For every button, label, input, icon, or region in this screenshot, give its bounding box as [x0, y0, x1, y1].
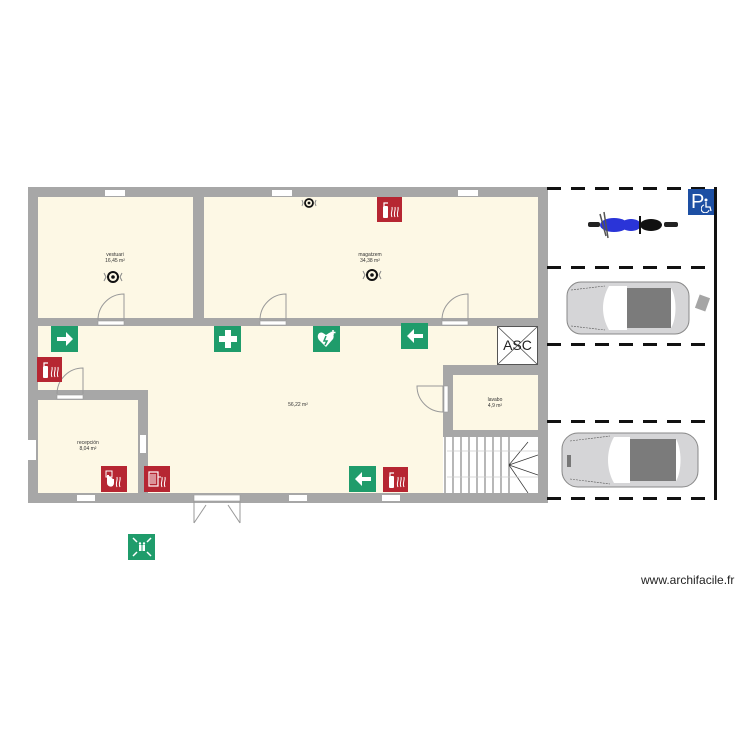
- room-magatzem: [204, 197, 538, 318]
- watermark: www.archifacile.fr: [641, 573, 735, 587]
- room-lavabo: [453, 375, 538, 430]
- motorcycle-icon: [588, 211, 678, 239]
- exit-arrow-left-icon: [349, 466, 376, 492]
- wall-partition: [193, 197, 204, 318]
- window: [28, 440, 36, 460]
- room-label-hall: 56,22 m²: [288, 402, 308, 408]
- door[interactable]: [258, 290, 288, 326]
- window: [382, 495, 400, 501]
- window: [458, 190, 478, 196]
- door[interactable]: [96, 290, 126, 326]
- fire-hose-icon: [144, 466, 170, 492]
- window: [272, 190, 292, 196]
- wall-corridor: [38, 318, 538, 326]
- entrance-double-door[interactable]: [193, 495, 243, 525]
- fire-alarm-icon: [101, 466, 127, 492]
- parking-sign-post: [694, 294, 711, 312]
- fire-extinguisher-icon: [37, 357, 62, 382]
- smoke-detector-icon: [301, 198, 317, 208]
- door[interactable]: [415, 384, 451, 414]
- room-vestuari: [38, 197, 193, 318]
- door[interactable]: [55, 364, 85, 402]
- accessible-parking-icon: P: [688, 189, 714, 215]
- parking-line: [547, 266, 717, 269]
- staircase: [443, 437, 539, 494]
- parking-line: [547, 187, 717, 190]
- door[interactable]: [440, 290, 470, 326]
- exit-arrow-left-icon: [401, 323, 428, 349]
- fire-extinguisher-icon: [377, 197, 402, 222]
- exit-arrow-right-icon: [51, 326, 78, 352]
- elevator: ASC: [497, 326, 538, 365]
- window: [77, 495, 95, 501]
- smoke-detector-icon: [362, 269, 382, 281]
- parking-line: [547, 420, 717, 423]
- window: [105, 190, 125, 196]
- car-icon: [566, 281, 690, 335]
- window: [140, 435, 146, 453]
- car-icon: [561, 432, 699, 488]
- first-aid-icon: [214, 326, 241, 352]
- assembly-point-icon: [128, 534, 155, 560]
- parking-boundary: [714, 187, 717, 500]
- elevator-label: ASC: [503, 337, 532, 353]
- parking-line: [547, 497, 717, 500]
- smoke-detector-icon: [103, 271, 123, 283]
- fire-extinguisher-icon: [383, 467, 408, 492]
- defibrillator-icon: [313, 326, 340, 352]
- parking-line: [547, 343, 717, 346]
- window: [289, 495, 307, 501]
